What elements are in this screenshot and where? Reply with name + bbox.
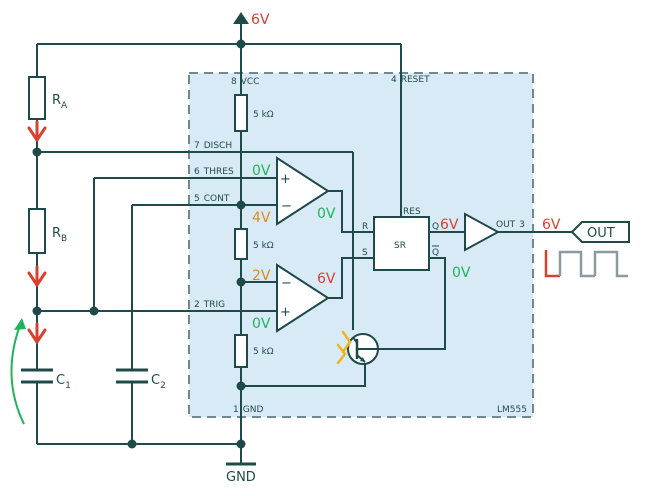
sr-r-label: R xyxy=(362,222,368,232)
chip-name-label: LM555 xyxy=(497,405,527,415)
junction-dots xyxy=(32,39,246,449)
voltage-qbar: 0V xyxy=(452,265,471,281)
comparator2-plus-icon: + xyxy=(280,305,291,320)
c2-label: C2 xyxy=(151,373,166,391)
divider-resistor-top-label: 5 kΩ xyxy=(253,110,274,120)
voltage-thres: 0V xyxy=(252,163,271,179)
current-arrow-icons xyxy=(27,120,47,344)
divider-resistor-top xyxy=(234,94,248,132)
capacitor-c2 xyxy=(116,368,148,384)
voltage-trig: 0V xyxy=(252,316,271,332)
voltage-q: 6V xyxy=(440,217,459,233)
sr-q-label: Q xyxy=(432,222,439,232)
resistor-ra xyxy=(28,76,46,120)
comparator1-plus-icon: + xyxy=(280,172,291,187)
resistor-rb xyxy=(28,208,46,254)
square-wave-icon xyxy=(544,250,628,278)
divider-resistor-mid xyxy=(234,228,248,260)
discharge-transistor xyxy=(347,333,379,365)
sr-flipflop xyxy=(373,216,430,271)
voltage-trig-ref: 2V xyxy=(252,268,271,284)
voltage-comp1-out: 0V xyxy=(317,206,336,222)
trigger-comparator xyxy=(276,263,330,333)
comparator1-minus-icon: − xyxy=(281,199,292,214)
output-buffer xyxy=(464,212,501,252)
sr-label: SR xyxy=(394,241,406,251)
voltage-cont: 4V xyxy=(252,210,271,226)
voltage-out: 6V xyxy=(542,217,561,233)
vcc-label: 6V xyxy=(251,12,270,28)
light-icon xyxy=(336,330,352,365)
out-tag-label: OUT xyxy=(587,226,615,241)
capacitor-c1 xyxy=(21,368,53,384)
out-tag xyxy=(570,221,630,243)
c1-label: C1 xyxy=(56,373,71,391)
divider-resistor-bottom xyxy=(234,334,248,368)
vcc-arrow-icon xyxy=(233,12,249,24)
divider-resistor-bottom-label: 5 kΩ xyxy=(253,347,274,357)
sr-res-label: RES xyxy=(403,207,421,217)
charging-arrow-icon xyxy=(10,318,26,425)
divider-resistor-mid-label: 5 kΩ xyxy=(253,241,274,251)
gnd-label: GND xyxy=(226,470,256,485)
comparator2-minus-icon: − xyxy=(281,276,292,291)
voltage-comp2-out: 6V xyxy=(317,271,336,287)
sr-s-label: S xyxy=(362,248,368,258)
sr-qbar-label: Q xyxy=(432,248,439,258)
ra-label: RA xyxy=(52,93,68,111)
threshold-comparator xyxy=(276,156,330,226)
rb-label: RB xyxy=(52,226,67,244)
